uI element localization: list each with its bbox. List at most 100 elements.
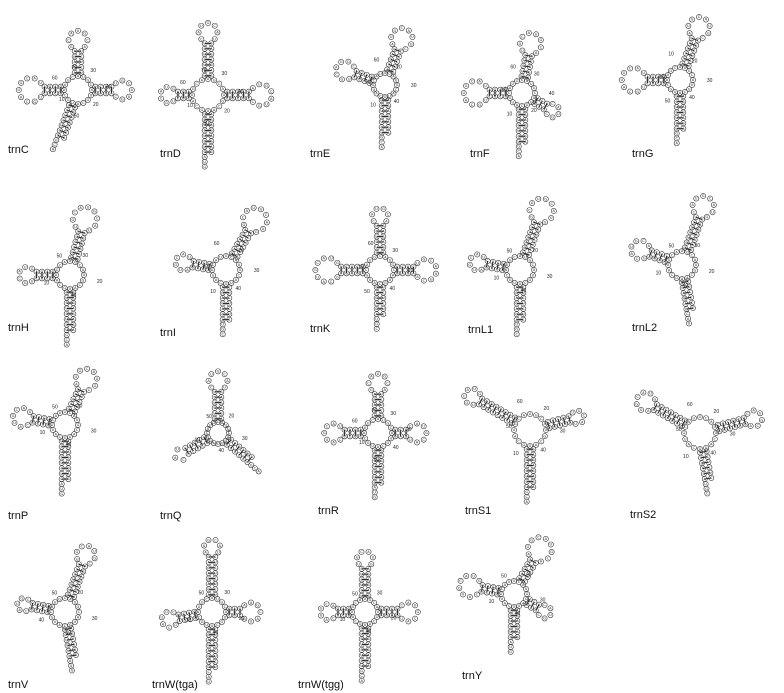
- stem-nucleotide: [66, 119, 73, 126]
- nucleotide-letter: G: [236, 242, 239, 246]
- junction-nucleotide: [52, 431, 59, 438]
- nucleotide-letter: U: [711, 210, 714, 214]
- loop-nucleotide: [463, 97, 469, 104]
- trna-name-label: trnQ: [160, 510, 182, 522]
- stem-nucleotide: [76, 251, 82, 257]
- tail-nucleotide: [252, 465, 258, 472]
- junction-nucleotide: [692, 256, 698, 263]
- loop-nucleotide: [350, 63, 357, 70]
- nucleotide-letter: C: [513, 255, 516, 259]
- position-number: 10: [40, 430, 46, 436]
- nucleotide-letter: G: [221, 312, 224, 316]
- nucleotide-letter: G: [72, 312, 75, 316]
- nucleotide-letter: A: [67, 461, 70, 465]
- loop-nucleotide: [758, 417, 765, 423]
- nucleotide-letter: G: [265, 84, 268, 88]
- nucleotide-letter: U: [407, 265, 410, 269]
- nucleotide-letter: A: [392, 274, 395, 278]
- junction-nucleotide: [685, 441, 692, 448]
- nucleotide-letter: G: [384, 281, 387, 285]
- nucleotide-letter: C: [213, 24, 216, 28]
- nucleotide-letter: U: [687, 236, 690, 240]
- position-number: 10: [370, 102, 376, 108]
- junction-nucleotide: [219, 85, 226, 92]
- nucleotide-letter: G: [515, 312, 518, 316]
- nucleotide-letter: G: [516, 625, 519, 629]
- junction-nucleotide: [226, 430, 232, 436]
- nucleotide-letter: C: [517, 124, 520, 128]
- position-number: 40: [238, 89, 244, 95]
- nucleotide-letter: U: [360, 594, 363, 598]
- position-number: 60: [510, 65, 516, 71]
- stem-nucleotide: [41, 90, 48, 97]
- base-pair-bond: [525, 54, 532, 57]
- nucleotide-letter: A: [210, 47, 213, 51]
- nucleotide-letter: C: [78, 400, 81, 404]
- nucleotide-letter: A: [648, 244, 651, 248]
- nucleotide-letter: G: [255, 230, 258, 234]
- loop-nucleotide: [224, 377, 231, 384]
- nucleotide-letter: G: [529, 258, 532, 262]
- stem-nucleotide: [531, 236, 538, 243]
- stem-nucleotide: [683, 239, 690, 246]
- position-number: 20: [406, 427, 412, 433]
- nucleotide-letter: G: [347, 60, 350, 64]
- nucleotide-letter: G: [82, 237, 85, 241]
- nucleotide-letter: A: [335, 65, 338, 69]
- nucleotide-letter: G: [68, 121, 71, 125]
- nucleotide-letter: U: [70, 256, 73, 260]
- nucleotide-letter: C: [76, 428, 79, 432]
- loop-nucleotide: [338, 59, 345, 65]
- stem-nucleotide: [660, 412, 666, 419]
- loop-nucleotide: [328, 255, 335, 262]
- tail-nucleotide: [371, 489, 378, 496]
- nucleotide-letter: C: [691, 73, 694, 77]
- nucleotide-letter: A: [646, 75, 649, 79]
- nucleotide-letter: C: [77, 230, 80, 234]
- nucleotide-letter: G: [686, 250, 689, 254]
- nucleotide-letter: C: [478, 403, 481, 407]
- stem-nucleotide: [688, 247, 694, 253]
- nucleotide-letter: C: [212, 263, 215, 267]
- nucleotide-letter: C: [691, 273, 694, 277]
- nucleotide-letter: U: [492, 411, 495, 415]
- nucleotide-letter: U: [528, 597, 531, 601]
- loop-nucleotide: [256, 81, 263, 88]
- loop-nucleotide: [263, 82, 270, 89]
- loop-nucleotide: [128, 87, 135, 93]
- nucleotide-letter: G: [518, 576, 521, 580]
- stem-nucleotide: [697, 221, 704, 228]
- nucleotide-letter: G: [492, 585, 495, 589]
- nucleotide-letter: C: [629, 90, 632, 94]
- nucleotide-letter: U: [389, 258, 392, 262]
- junction-nucleotide: [74, 427, 80, 433]
- nucleotide-letter: C: [217, 442, 220, 446]
- nucleotide-letter: G: [356, 272, 359, 276]
- nucleotide-letter: A: [220, 395, 223, 399]
- nucleotide-letter: G: [360, 71, 363, 75]
- stem-nucleotide: [567, 419, 574, 426]
- junction-nucleotide: [386, 71, 393, 77]
- nucleotide-letter: C: [522, 296, 525, 300]
- loop-nucleotide: [29, 265, 35, 272]
- base-pair-bond: [353, 70, 358, 78]
- stem-nucleotide: [245, 88, 252, 95]
- nucleotide-letter: G: [360, 669, 363, 673]
- nucleotide-letter: A: [466, 388, 469, 392]
- junction-nucleotide: [384, 420, 391, 427]
- loop-nucleotide: [703, 16, 709, 23]
- position-number: 40: [515, 611, 521, 617]
- nucleotide-letter: C: [716, 423, 719, 427]
- loop-nucleotide: [432, 270, 439, 277]
- loop-nucleotide: [91, 208, 98, 215]
- junction-nucleotide: [507, 257, 514, 264]
- nucleotide-letter: A: [557, 105, 560, 109]
- nucleotide-letter: C: [674, 413, 677, 417]
- nucleotide-letter: C: [214, 660, 217, 664]
- junction-nucleotide: [708, 418, 715, 425]
- nucleotide-letter: U: [574, 422, 577, 426]
- nucleotide-letter: C: [88, 388, 91, 392]
- position-number: 50: [665, 98, 671, 104]
- stem-nucleotide: [720, 420, 726, 427]
- position-number: 20: [391, 616, 397, 622]
